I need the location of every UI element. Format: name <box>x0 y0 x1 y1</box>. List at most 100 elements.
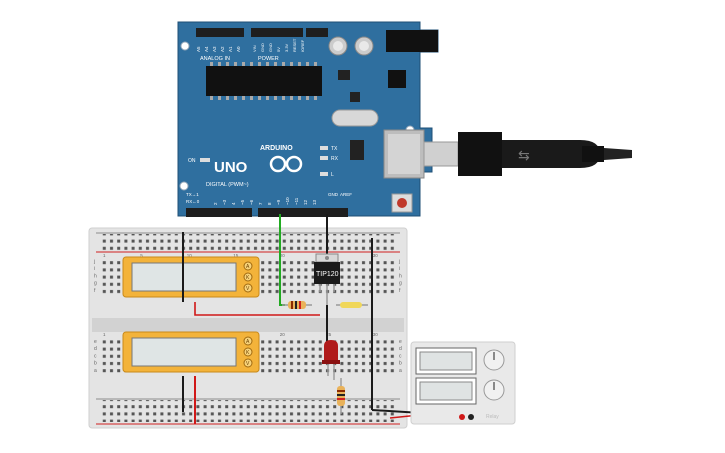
relay-terminal <box>459 414 465 420</box>
chip-pin <box>258 62 261 66</box>
chip-pin <box>274 62 277 66</box>
usb-cable: ⇆ <box>423 132 632 176</box>
chip-pin <box>290 96 293 100</box>
row-letter: c <box>94 353 97 359</box>
chip-pin <box>314 96 317 100</box>
row-letter: e <box>94 339 97 345</box>
center-channel <box>92 318 404 332</box>
tx-led <box>320 146 328 150</box>
chip-pin <box>210 96 213 100</box>
top-power-rail <box>102 234 396 252</box>
digital-pin-label: ~3 <box>222 199 227 205</box>
column-number: 25 <box>326 332 332 337</box>
digital-pin-label: 8 <box>267 202 272 205</box>
ioref-header <box>306 28 328 37</box>
row-letter: e <box>399 339 402 345</box>
relay-terminal <box>468 414 474 420</box>
analog-pin-label: A2 <box>220 46 225 52</box>
chip-pin <box>250 62 253 66</box>
l-led <box>320 172 328 176</box>
resistor-base <box>282 301 312 309</box>
red-wire <box>194 302 320 316</box>
aref-label: AREF <box>340 192 352 197</box>
tx-pin-label: TX→1 <box>186 192 199 197</box>
gnd-label: GND <box>328 192 339 197</box>
row-letter: b <box>399 361 402 367</box>
column-number: 1 <box>103 253 106 258</box>
chip-pin <box>250 96 253 100</box>
digital-pin-label: 7 <box>258 202 263 205</box>
chip-pin <box>226 96 229 100</box>
row-letter: b <box>94 361 97 367</box>
digital-header-left <box>186 208 252 217</box>
mounting-hole <box>179 181 189 191</box>
chip-pin <box>282 62 285 66</box>
column-number: 15 <box>233 253 239 258</box>
chip-pin <box>226 62 229 66</box>
row-letter: f <box>94 288 96 294</box>
row-letter: d <box>94 346 97 352</box>
column-number: 5 <box>140 253 143 258</box>
lcd-pin-k: K <box>246 350 250 356</box>
icsp-header <box>350 140 364 160</box>
rx-pin-label: RX←0 <box>186 199 200 204</box>
on-led <box>200 158 210 162</box>
chip-pin <box>218 96 221 100</box>
lcd-pin-a: A <box>246 264 250 270</box>
power-header <box>251 28 303 37</box>
analog-header <box>196 28 244 37</box>
row-letter: a <box>399 368 402 374</box>
chip-pin <box>314 62 317 66</box>
lcd-pins: A K V <box>243 261 253 293</box>
analog-in-label: ANALOG IN <box>200 56 230 62</box>
lcd-pin-k: K <box>246 275 250 281</box>
row-letter: c <box>399 353 402 359</box>
power-pin-label: VIN <box>252 45 257 52</box>
power-label: POWER <box>258 56 279 62</box>
row-letter: h <box>94 273 97 279</box>
analog-pin-label: A0 <box>236 46 241 52</box>
l-label: L <box>331 172 334 178</box>
chip-pin <box>234 96 237 100</box>
digital-pin-label: ~6 <box>249 199 254 205</box>
chip-pin <box>218 62 221 66</box>
row-letter: d <box>399 346 402 352</box>
digital-pin-label: ~11 <box>294 197 299 205</box>
row-letter: h <box>399 273 402 279</box>
microcontroller-chip <box>206 66 322 96</box>
column-number: 30 <box>373 253 379 258</box>
analog-pin-label: A1 <box>228 46 233 52</box>
digital-pin-label: ~10 <box>285 197 290 205</box>
uno-text: UNO <box>214 159 248 176</box>
chip-pin <box>266 96 269 100</box>
digital-pin-label: ~5 <box>240 199 245 205</box>
row-letter: a <box>94 368 97 374</box>
chip-pin <box>306 62 309 66</box>
row-letter: i <box>399 266 400 272</box>
relay-text: Relay <box>486 414 499 420</box>
chip-pin <box>282 96 285 100</box>
small-ic <box>338 70 350 80</box>
mounting-hole <box>180 41 190 51</box>
analog-pin-label: A3 <box>212 46 217 52</box>
lcd-pins: A K V <box>243 336 253 368</box>
arduino-brand-text: ARDUINO <box>260 145 293 152</box>
lcd-display-top: A K V <box>122 256 260 298</box>
lcd-pin-v: V <box>246 286 250 292</box>
chip-pin <box>258 96 261 100</box>
digital-pin-label: 2 <box>213 202 218 205</box>
on-label: ON <box>188 158 196 164</box>
row-letter: i <box>94 266 95 272</box>
chip-pin <box>290 62 293 66</box>
tx-label: TX <box>331 146 338 152</box>
chip-pin <box>298 96 301 100</box>
transistor-label: TIP120 <box>316 271 339 278</box>
transistor-tip120: TIP120 <box>314 253 340 305</box>
rx-led <box>320 156 328 160</box>
column-number: 30 <box>373 332 379 337</box>
